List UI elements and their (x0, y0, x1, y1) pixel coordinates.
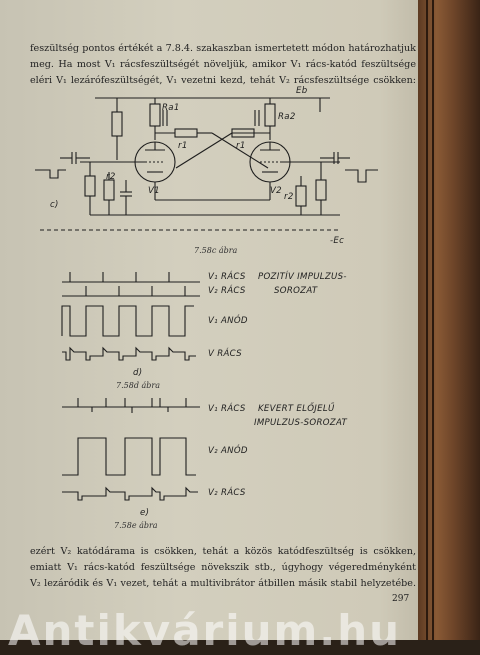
label-r1-left: r1 (178, 141, 188, 151)
label-e-sub: e) (140, 508, 150, 518)
label-v2: V2 (270, 186, 282, 196)
label-d-note-2: SOROZAT (274, 286, 318, 296)
body-line-3: eléri V₁ lezárófeszültségét, V₁ vezetni … (30, 75, 416, 86)
body-line-4: ezért V₂ katódárama is csökken, tehát a … (30, 546, 416, 557)
body-line-1: feszültség pontos értékét a 7.8.4. szaka… (30, 43, 416, 54)
label-r1-right: r1 (236, 141, 246, 151)
figure-d-waveforms (61, 272, 200, 361)
label-r2-left: r2 (106, 172, 116, 182)
label-d-v1-anod: V₁ ANÓD (208, 316, 248, 326)
body-line-2: meg. Ha most V₁ rácsfeszültségét növeljü… (30, 59, 416, 70)
body-line-5: emiatt V₁ rács-katód feszültsége növeksz… (30, 562, 416, 573)
page-number: 297 (392, 594, 410, 604)
watermark-text: Antikvárium.hu (8, 606, 402, 655)
circuit-diagram (35, 97, 378, 231)
label-e-v2-racs: V₂ RÁCS (208, 488, 246, 498)
label-r2-right: r2 (284, 192, 294, 202)
caption-fig-d: 7.58d ábra (116, 381, 160, 390)
label-ec: -Ec (330, 236, 345, 246)
label-d-sub: d) (133, 368, 143, 378)
label-d-note-1: POZITÍV IMPULZUS- (258, 272, 347, 282)
figure-e-waveforms (62, 398, 200, 501)
label-v1: V1 (148, 186, 160, 196)
figure-drawings (35, 97, 378, 501)
label-e-v2-anod: V₂ ANÓD (208, 446, 248, 456)
body-line-6: V₂ lezáródik és V₁ vezet, tehát a multiv… (30, 578, 416, 589)
label-d-v1-racs: V₁ RÁCS (208, 272, 246, 282)
label-ra1: Ra1 (162, 103, 180, 113)
book-spine (418, 0, 480, 640)
book-page (0, 0, 446, 640)
label-c: c) (50, 200, 59, 210)
label-eb: Eb (296, 86, 308, 96)
label-d-v-racs: V RÁCS (208, 349, 242, 359)
label-e-v1-racs: V₁ RÁCS (208, 404, 246, 414)
label-e-note-2: IMPULZUS-SOROZAT (254, 418, 348, 428)
label-ra2: Ra2 (278, 112, 296, 122)
label-e-note-1: KEVERT ELŐJELŰ (258, 404, 335, 414)
caption-fig-e: 7.58e ábra (114, 521, 158, 530)
label-d-v2-racs: V₂ RÁCS (208, 286, 246, 296)
caption-fig-c: 7.58c ábra (194, 246, 238, 255)
